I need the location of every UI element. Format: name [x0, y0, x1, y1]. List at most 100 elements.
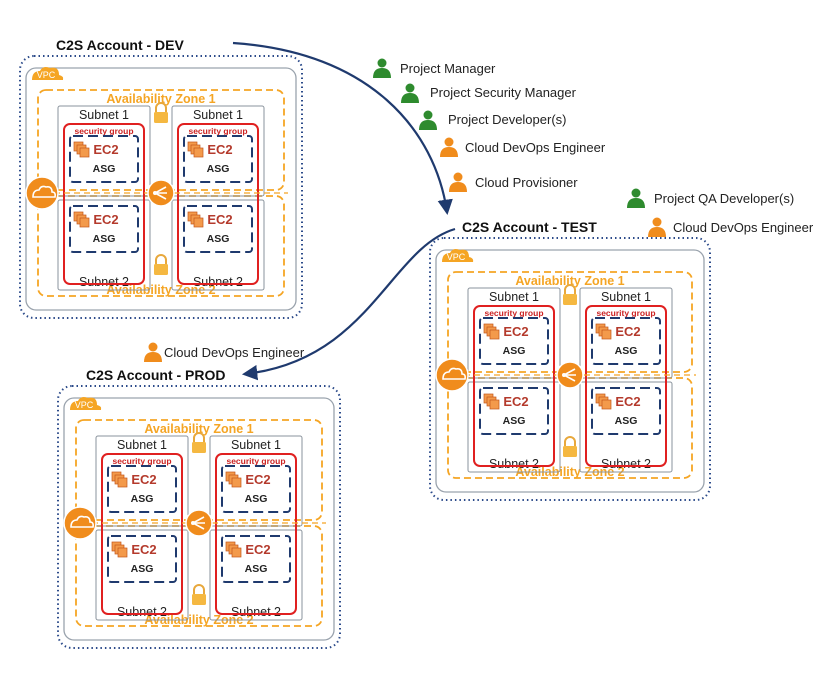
- ec2-instance-icon: [187, 211, 204, 228]
- role-label: Cloud DevOps Engineer: [465, 140, 606, 155]
- ec2-instance-icon: [225, 471, 242, 488]
- role-cloud-devops-engineer-prod: Cloud DevOps Engineer: [144, 342, 305, 362]
- asg-label: ASG: [615, 345, 638, 357]
- ec2-label: EC2: [615, 394, 640, 409]
- asg-box: [479, 387, 549, 435]
- lock-icon: [192, 432, 206, 453]
- availability-zone-1: [447, 271, 693, 373]
- asg-box: [69, 205, 139, 253]
- internet-gateway-icon: [63, 506, 97, 540]
- asg-label: ASG: [93, 233, 116, 245]
- role-label: Project Security Manager: [430, 85, 577, 100]
- role-project-qa-developers: Project QA Developer(s): [627, 188, 794, 208]
- security-group-box: [215, 453, 297, 615]
- role-label: Project QA Developer(s): [654, 191, 794, 206]
- security-group-label: security group: [74, 126, 133, 136]
- subnet-2-right-label: Subnet 2: [601, 457, 651, 471]
- asg-label: ASG: [245, 493, 268, 505]
- role-label: Cloud Provisioner: [475, 175, 578, 190]
- asg-box: [221, 535, 291, 583]
- subnet-1-right-box: [579, 287, 673, 379]
- asg-box: [221, 465, 291, 513]
- user-icon: [373, 58, 391, 78]
- ec2-label: EC2: [131, 542, 156, 557]
- ec2-label: EC2: [207, 212, 232, 227]
- asg-label: ASG: [93, 163, 116, 175]
- role-label: Project Manager: [400, 61, 496, 76]
- subnet-2-right-label: Subnet 2: [193, 275, 243, 289]
- user-icon: [419, 110, 437, 130]
- ec2-instance-icon: [595, 323, 612, 340]
- role-label: Cloud DevOps Engineer: [673, 220, 814, 235]
- dev-to-test-arrow: [232, 41, 453, 216]
- role-label: Cloud DevOps Engineer: [164, 345, 305, 360]
- security-group-label: security group: [188, 126, 247, 136]
- asg-label: ASG: [503, 345, 526, 357]
- subnet-1-right-label: Subnet 1: [231, 438, 281, 452]
- lock-icon: [563, 436, 577, 457]
- role-cloud-devops-engineer-dev: Cloud DevOps Engineer: [440, 137, 606, 157]
- security-group-box: [177, 123, 259, 285]
- availability-zone-2-label: Availability Zone 2: [106, 283, 215, 297]
- account-boundary: [19, 55, 303, 319]
- role-cloud-provisioner: Cloud Provisioner: [449, 172, 578, 192]
- asg-label: ASG: [131, 493, 154, 505]
- asg-label: ASG: [245, 563, 268, 575]
- ec2-instance-icon: [73, 211, 90, 228]
- subnet-1-left-label: Subnet 1: [489, 290, 539, 304]
- subnet-2-right-box: [171, 199, 265, 291]
- security-group-box: [473, 305, 555, 467]
- security-group-label: security group: [596, 308, 655, 318]
- load-balancer-icon: [185, 509, 213, 537]
- lock-icon: [154, 254, 168, 275]
- ec2-label: EC2: [93, 142, 118, 157]
- vpc-label: VPC: [37, 70, 56, 80]
- asg-box: [591, 317, 661, 365]
- ec2-instance-icon: [187, 141, 204, 158]
- asg-box: [183, 135, 253, 183]
- load-balancer-icon: [147, 179, 175, 207]
- subnet-2-left-box: [95, 529, 189, 621]
- security-group-box: [101, 453, 183, 615]
- availability-zone-2: [37, 195, 285, 297]
- ec2-label: EC2: [615, 324, 640, 339]
- security-group-label: security group: [484, 308, 543, 318]
- asg-label: ASG: [503, 415, 526, 427]
- ec2-instance-icon: [225, 541, 242, 558]
- ec2-instance-icon: [111, 541, 128, 558]
- ec2-label: EC2: [245, 472, 270, 487]
- subnet-2-left-box: [57, 199, 151, 291]
- subnet-2-right-box: [209, 529, 303, 621]
- vpc-label: VPC: [75, 400, 94, 410]
- subnet-2-left-label: Subnet 2: [79, 275, 129, 289]
- asg-box: [69, 135, 139, 183]
- availability-zone-1-label: Availability Zone 1: [144, 422, 253, 436]
- ec2-label: EC2: [503, 394, 528, 409]
- load-balancer-icon: [556, 361, 584, 389]
- role-project-developers: Project Developer(s): [419, 110, 567, 130]
- vpc-cloud-icon: [32, 67, 64, 80]
- vpc-cloud-icon: [442, 249, 474, 262]
- user-icon: [401, 83, 419, 103]
- availability-zone-1-label: Availability Zone 1: [106, 92, 215, 106]
- subnet-1-left-box: [57, 105, 151, 197]
- availability-zone-2: [447, 377, 693, 479]
- subnet-1-left-box: [95, 435, 189, 527]
- subnet-1-right-label: Subnet 1: [193, 108, 243, 122]
- asg-box: [591, 387, 661, 435]
- ec2-instance-icon: [111, 471, 128, 488]
- asg-box: [183, 205, 253, 253]
- subnet-1-left-label: Subnet 1: [117, 438, 167, 452]
- internet-gateway-icon: [25, 176, 59, 210]
- subnet-2-left-label: Subnet 2: [489, 457, 539, 471]
- availability-zone-1-label: Availability Zone 1: [515, 274, 624, 288]
- subnet-1-right-box: [171, 105, 265, 197]
- asg-box: [107, 535, 177, 583]
- asg-label: ASG: [615, 415, 638, 427]
- asg-box: [107, 465, 177, 513]
- ec2-label: EC2: [207, 142, 232, 157]
